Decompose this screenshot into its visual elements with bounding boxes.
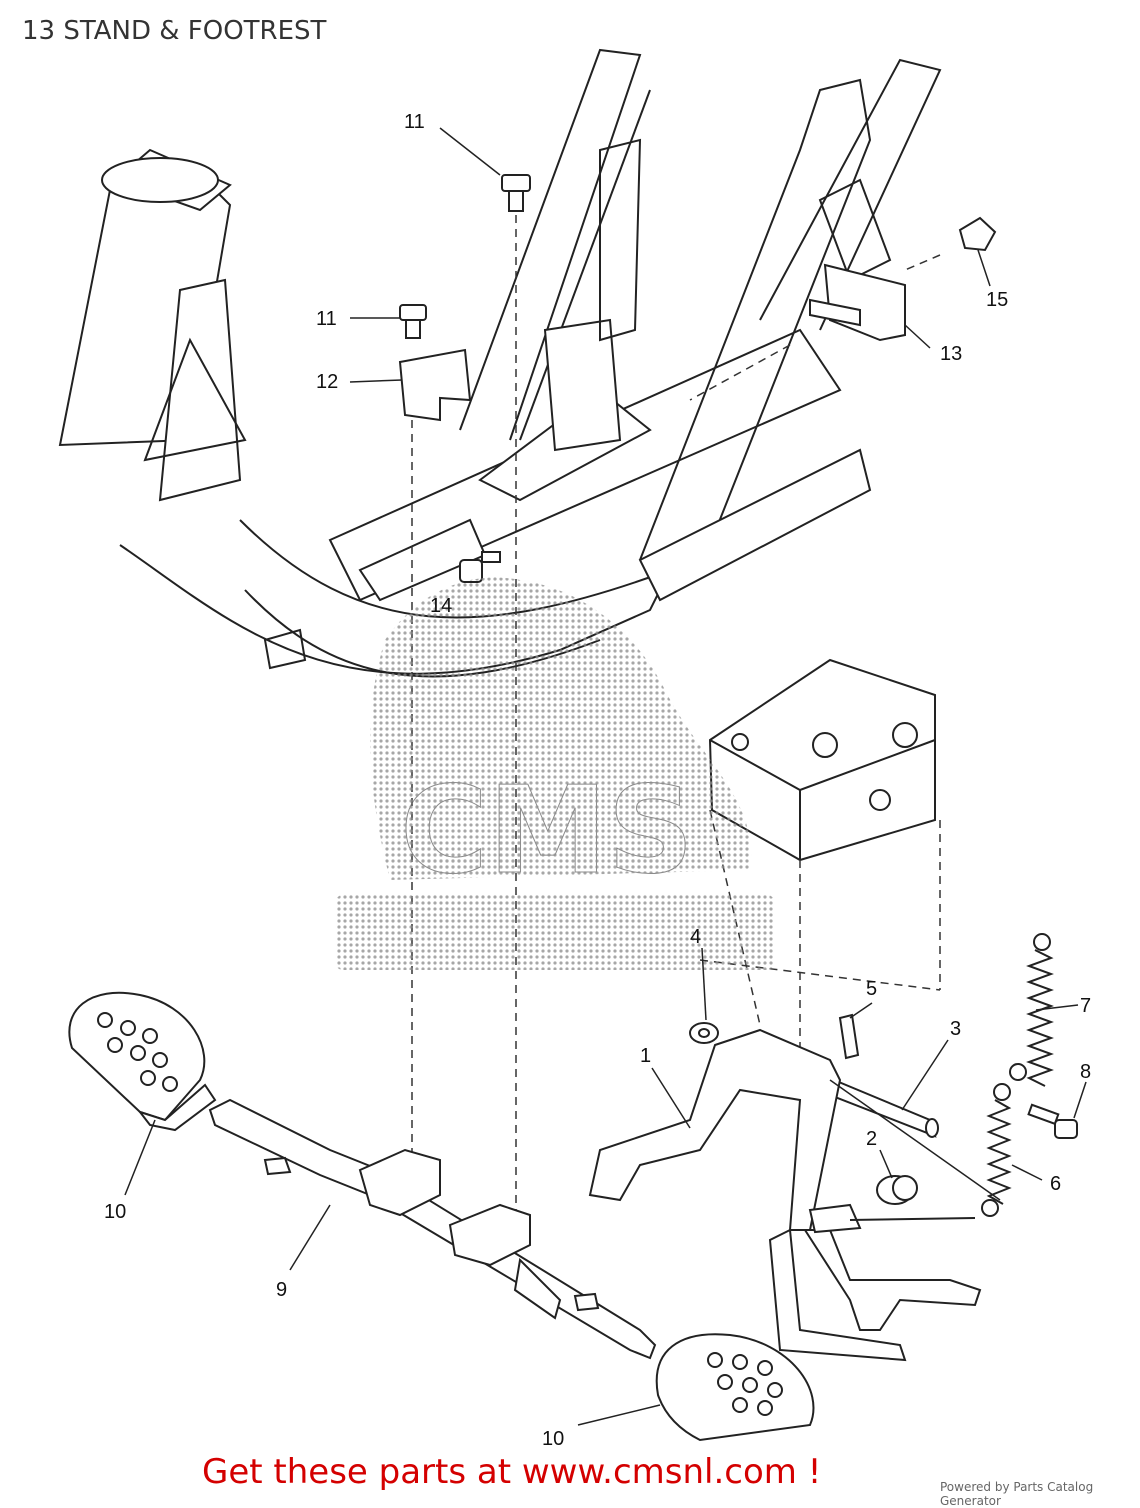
pin-5: [838, 1013, 860, 1060]
spring-7: [1009, 933, 1054, 1087]
callout-15: 15: [986, 289, 1008, 311]
callout-4: 4: [690, 926, 701, 948]
callout-3: 3: [950, 1018, 961, 1040]
footrest-rubber-left: [68, 991, 217, 1132]
callout-5: 5: [866, 978, 877, 1000]
engine-mount-bracket: [708, 658, 936, 862]
cms-parts-link[interactable]: Get these parts at www.cmsnl.com !: [202, 1452, 822, 1492]
callout-6: 6: [1050, 1173, 1061, 1195]
stopper-2: [876, 1175, 918, 1205]
callout-14: 14: [430, 595, 452, 617]
bracket-12: [398, 348, 472, 422]
callout-1: 1: [640, 1045, 651, 1067]
springs: [981, 933, 1054, 1217]
callout-10-right: 10: [542, 1428, 564, 1450]
main-stand: [588, 1028, 1001, 1362]
cms-watermark-logo: CMS: [335, 577, 775, 970]
bolt-11-upper: [501, 174, 531, 212]
callout-8: 8: [1080, 1061, 1091, 1083]
callout-2: 2: [866, 1128, 877, 1150]
clip-15: [958, 216, 997, 252]
footrest-rubber-right: [655, 1333, 815, 1442]
callout-13: 13: [940, 343, 962, 365]
frame: [58, 48, 942, 678]
callout-9: 9: [276, 1279, 287, 1301]
spring-6: [981, 1083, 1012, 1217]
callout-10-left: 10: [104, 1201, 126, 1223]
callout-7: 7: [1080, 995, 1091, 1017]
leader-lines: [124, 127, 1087, 1426]
callout-11-upper: 11: [404, 111, 425, 133]
callout-11-lower: 11: [316, 308, 337, 330]
callout-12: 12: [316, 371, 338, 393]
bracket-13: [809, 263, 906, 342]
watermark-logo-text: CMS: [400, 762, 694, 901]
washer-4: [689, 1022, 719, 1044]
bolt-11-lower: [399, 304, 427, 339]
bolt-8: [1027, 1103, 1078, 1139]
hardware: [398, 174, 1078, 1205]
footrest-bar: [208, 1098, 657, 1360]
page-title: 13 STAND & FOOTREST: [22, 16, 327, 46]
powered-by-credit: Powered by Parts Catalog Generator: [940, 1480, 1094, 1508]
callout-labels: 11 11 12 13 14 15 1 2 3 4 5 6 7 8 9 10 1…: [104, 111, 1091, 1450]
